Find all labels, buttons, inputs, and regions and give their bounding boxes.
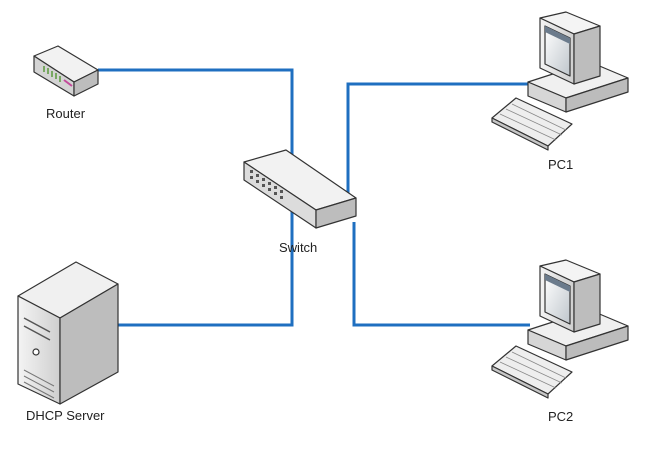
link-switch-pc1 bbox=[346, 82, 530, 196]
switch-icon bbox=[243, 149, 357, 229]
router-icon bbox=[33, 45, 99, 97]
pc2-label: PC2 bbox=[548, 409, 574, 424]
router-label: Router bbox=[46, 106, 86, 121]
switch-label: Switch bbox=[279, 240, 318, 255]
link-router-switch bbox=[98, 68, 294, 158]
desktop-pc-icon bbox=[491, 259, 629, 399]
tower-server-icon bbox=[17, 261, 119, 405]
link-dhcp-switch bbox=[118, 206, 294, 327]
dhcp-server-label: DHCP Server bbox=[26, 408, 105, 423]
pc1-label: PC1 bbox=[548, 157, 574, 172]
desktop-pc-icon bbox=[491, 11, 629, 151]
link-switch-pc2 bbox=[352, 222, 530, 327]
